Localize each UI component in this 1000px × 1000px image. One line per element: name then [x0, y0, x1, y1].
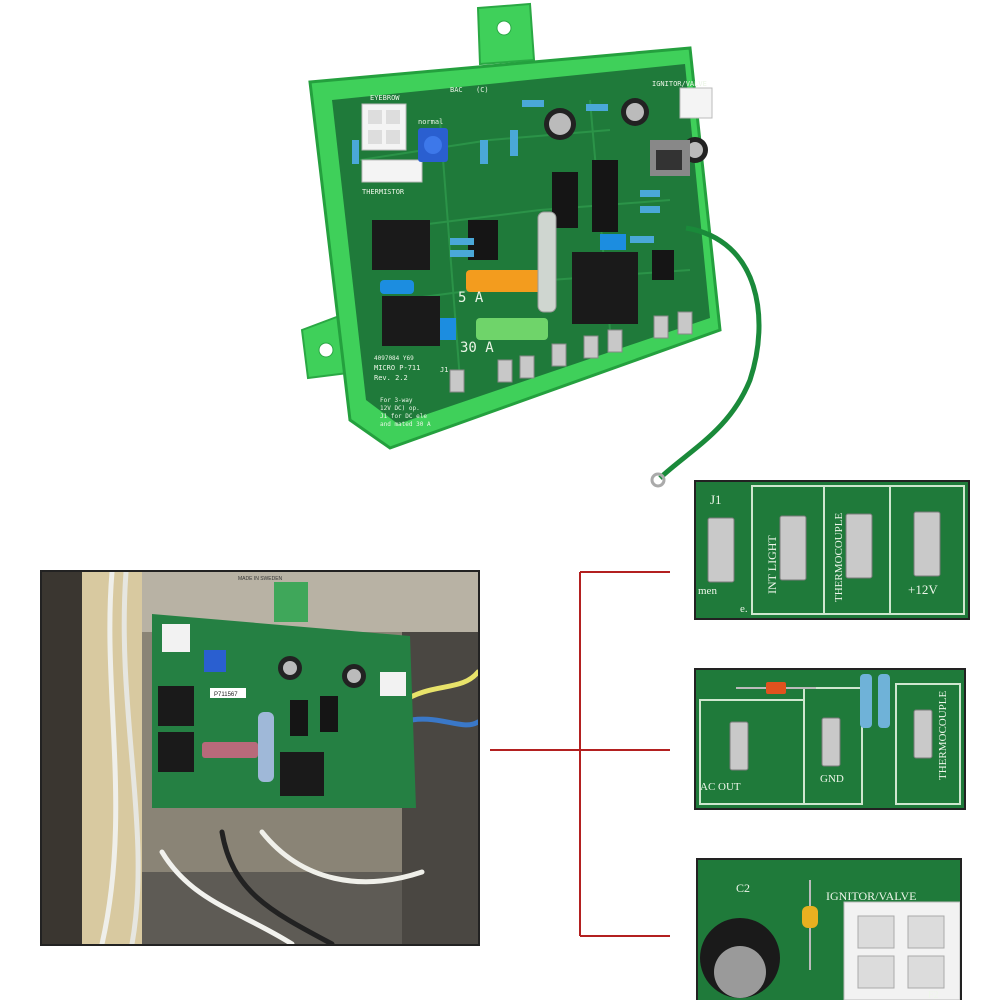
- label-thermocouple-2: THERMOCOUPLE: [937, 690, 949, 780]
- zoom-detail-bottom: C2 IGNITOR/VALVE F2: [696, 858, 962, 1000]
- label-note-3: J1 for DC ele: [380, 413, 427, 420]
- label-j1: J1: [710, 492, 722, 507]
- zoom-detail-top: J1 INT LIGHT THERMOCOUPLE +12V men e.: [694, 480, 970, 620]
- label-plus12v: +12V: [908, 582, 938, 597]
- label-ac-out: AC OUT: [700, 781, 741, 793]
- callout-connector-lines: [490, 571, 670, 937]
- label-fuse-30a: 30 A: [460, 340, 494, 356]
- label-rev: Rev. 2.2: [374, 374, 408, 382]
- main-board-image: EYEBROW BAC (C) normal THERMISTOR IGNITO…: [290, 0, 770, 500]
- label-model: MICRO P-711: [374, 364, 420, 372]
- label-c: (C): [476, 86, 489, 94]
- label-bac: BAC: [450, 86, 463, 94]
- label-gnd: GND: [820, 773, 844, 785]
- label-partial-f2: F2: [928, 990, 939, 1000]
- label-j1: J1: [440, 366, 448, 374]
- label-c2: C2: [736, 881, 750, 895]
- label-partial-bottom: e.: [740, 603, 748, 615]
- label-note-1: For 3-way: [380, 397, 413, 404]
- label-partial-left: men: [698, 585, 717, 597]
- label-ignitor-valve-zoom: IGNITOR/VALVE: [826, 889, 916, 903]
- label-thermistor: THERMISTOR: [362, 188, 405, 196]
- part-tag-label: P711567: [214, 692, 238, 698]
- label-note-4: and mated 30 A: [380, 421, 431, 428]
- label-part-number: 4097084 Y69: [374, 355, 414, 362]
- label-ignitor-valve: IGNITOR/VALVE: [652, 80, 707, 88]
- label-int-light: INT LIGHT: [765, 535, 779, 594]
- label-normal: normal: [418, 118, 443, 126]
- label-eyebrow: EYEBROW: [370, 94, 400, 102]
- installed-board-photo: P711567 MADE IN SWEDEN: [40, 570, 480, 946]
- label-note-2: 12V DC) op.: [380, 405, 420, 412]
- made-in-label: MADE IN SWEDEN: [238, 576, 283, 582]
- label-thermocouple: THERMOCOUPLE: [833, 512, 845, 602]
- zoom-detail-middle: AC OUT GND THERMOCOUPLE: [694, 668, 966, 810]
- label-fuse-5a: 5 A: [458, 290, 484, 306]
